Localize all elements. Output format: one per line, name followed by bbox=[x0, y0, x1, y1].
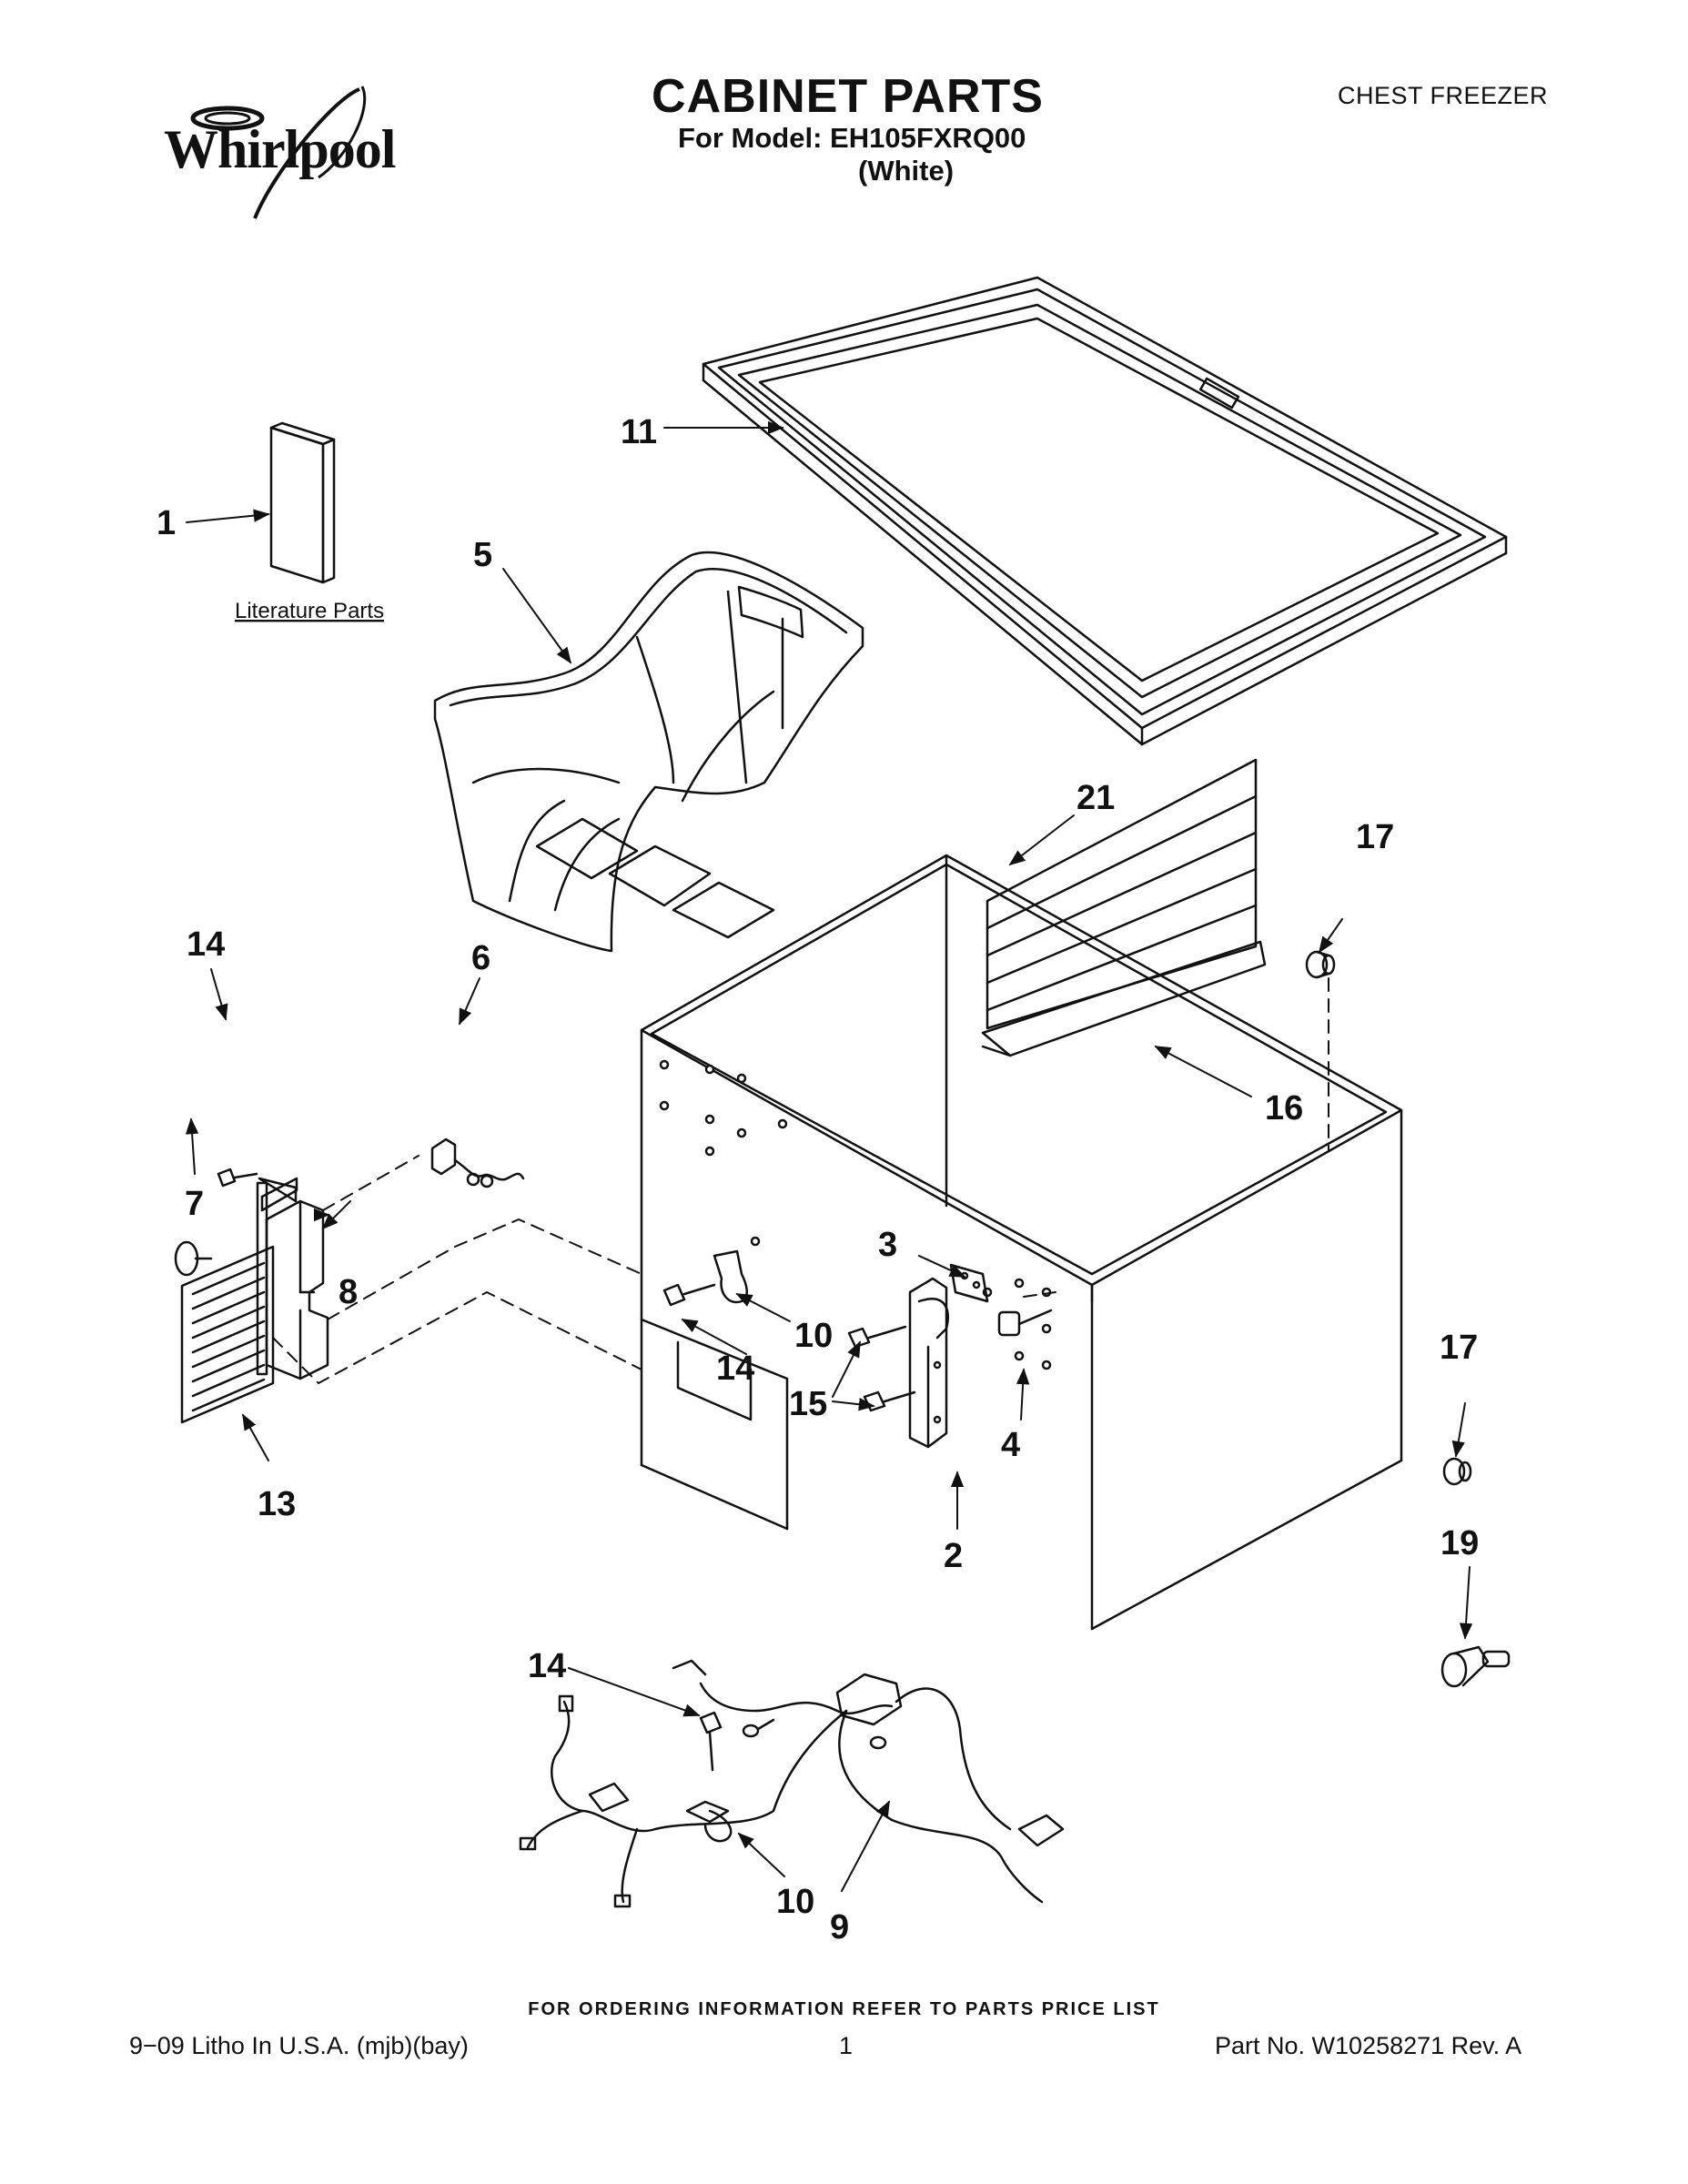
callout-4: 4 bbox=[1001, 1426, 1020, 1464]
bumper-part-17-top bbox=[1305, 950, 1336, 979]
callout-7: 7 bbox=[185, 1185, 204, 1223]
callout-6: 6 bbox=[471, 939, 490, 977]
callout-13: 13 bbox=[258, 1485, 296, 1523]
callout-labels: 1 11 5 Literature Parts 21 17 14 6 16 7 … bbox=[157, 413, 1479, 1946]
callout-8: 8 bbox=[339, 1273, 358, 1311]
switch-part-4 bbox=[997, 1309, 1053, 1337]
screw-part-14-left bbox=[217, 1168, 258, 1188]
callout-3: 3 bbox=[878, 1226, 897, 1264]
bumper-part-17-side bbox=[1442, 1457, 1472, 1486]
callout-21: 21 bbox=[1076, 779, 1115, 817]
callout-5: 5 bbox=[473, 536, 492, 574]
cabinet-holes bbox=[659, 1059, 1052, 1370]
dashed-connection-lines bbox=[272, 977, 1329, 1384]
page-number: 1 bbox=[839, 2032, 854, 2059]
basket-part-5 bbox=[433, 551, 864, 953]
part-number: Part No. W10258271 Rev. A bbox=[1215, 2032, 1522, 2059]
leveling-leg-part-19 bbox=[1440, 1645, 1511, 1688]
model-line: For Model: EH105FXRQ00 bbox=[678, 122, 1026, 154]
ordering-note: FOR ORDERING INFORMATION REFER TO PARTS … bbox=[528, 1999, 1160, 2019]
callout-2: 2 bbox=[944, 1537, 963, 1575]
callout-leader-lines bbox=[185, 420, 1473, 1892]
callout-10-lower: 10 bbox=[776, 1883, 814, 1921]
electrical-box-part-8 bbox=[256, 1177, 329, 1380]
bracket-part-3 bbox=[949, 1263, 989, 1303]
wire-harness-part-9 bbox=[519, 1659, 1065, 1908]
whirlpool-logo: Whirlpool bbox=[136, 73, 409, 237]
relay-part-6 bbox=[430, 1138, 525, 1188]
brand-wordmark: Whirlpool bbox=[164, 119, 396, 179]
divider-part-21 bbox=[981, 758, 1267, 1057]
literature-part-1 bbox=[269, 421, 336, 584]
grille-part-13 bbox=[180, 1245, 275, 1424]
callout-16: 16 bbox=[1265, 1089, 1303, 1127]
screw-part-14-lower bbox=[699, 1711, 723, 1772]
callout-11: 11 bbox=[621, 413, 657, 451]
callout-17-top: 17 bbox=[1356, 818, 1394, 856]
callout-1: 1 bbox=[157, 504, 176, 542]
callout-9: 9 bbox=[830, 1908, 849, 1946]
cabinet bbox=[640, 854, 1403, 1631]
plug-part-7 bbox=[174, 1240, 213, 1277]
lid-part-11 bbox=[702, 276, 1508, 746]
clamp-part-10-upper bbox=[662, 1236, 761, 1307]
callout-19: 19 bbox=[1440, 1524, 1479, 1562]
callout-15: 15 bbox=[789, 1385, 827, 1423]
callout-14-lower: 14 bbox=[528, 1647, 566, 1685]
clamp-part-10-lower bbox=[685, 1800, 733, 1843]
screws-part-15 bbox=[847, 1325, 916, 1412]
litho-info: 9−09 Litho In U.S.A. (mjb)(bay) bbox=[129, 2032, 469, 2059]
callout-10-upper: 10 bbox=[794, 1317, 833, 1355]
logo-swirl-icon bbox=[190, 86, 367, 219]
product-category: CHEST FREEZER bbox=[1338, 82, 1549, 109]
page-title: CABINET PARTS bbox=[652, 70, 1044, 123]
color-line: (White) bbox=[858, 155, 955, 187]
literature-parts-label: Literature Parts bbox=[235, 599, 384, 623]
callout-14-middle: 14 bbox=[716, 1350, 754, 1388]
callout-14-left: 14 bbox=[187, 925, 225, 964]
callout-17-side: 17 bbox=[1440, 1329, 1478, 1367]
hinge-part-2 bbox=[908, 1277, 949, 1449]
